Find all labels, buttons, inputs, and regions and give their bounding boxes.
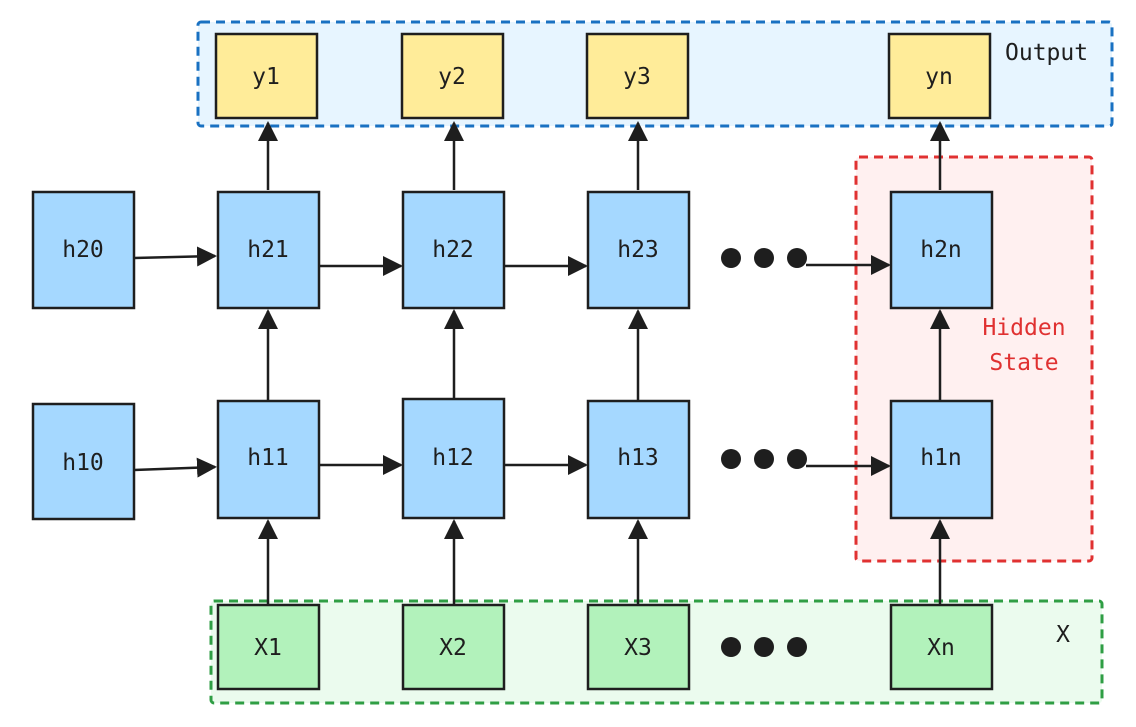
ellipsis-layer2	[721, 248, 807, 268]
node-xn-label: Xn	[927, 635, 955, 661]
node-h10-label: h10	[62, 450, 104, 476]
node-h22-label: h22	[432, 237, 474, 263]
output-region-label: Output	[1005, 40, 1088, 66]
node-h11	[216, 399, 321, 520]
hidden-state-label-line1: Hidden	[982, 315, 1065, 341]
node-h20	[31, 190, 136, 310]
ellipsis-layer1	[721, 449, 807, 469]
node-h22	[401, 190, 506, 310]
node-x3-label: X3	[624, 635, 652, 661]
hidden-state-label-line2: State	[989, 350, 1058, 376]
node-h2n-label: h2n	[920, 237, 962, 263]
node-x2-label: X2	[439, 635, 467, 661]
node-h23	[586, 190, 691, 310]
node-y2-label: y2	[438, 64, 466, 90]
node-h10	[31, 402, 136, 521]
arrow-h20-h21	[133, 246, 217, 267]
input-region-label: X	[1056, 622, 1070, 648]
node-x2	[401, 603, 506, 691]
node-y3	[585, 32, 690, 120]
node-h12	[401, 397, 506, 520]
ellipsis-inputs	[721, 637, 807, 657]
node-h12-label: h12	[432, 445, 474, 471]
node-y1-label: y1	[252, 64, 280, 90]
connections	[133, 121, 950, 604]
output-nodes: y1 y2 y3 yn	[214, 32, 992, 120]
arrow-h10-h11	[133, 457, 217, 478]
node-xn	[889, 603, 994, 691]
node-x1	[216, 603, 321, 691]
node-h21-label: h21	[247, 237, 289, 263]
node-y3-label: y3	[623, 64, 651, 90]
node-h1n	[889, 399, 994, 520]
input-nodes: X1 X2 X3 Xn	[216, 603, 994, 691]
node-yn	[887, 32, 992, 120]
node-x1-label: X1	[254, 635, 282, 661]
node-h20-label: h20	[62, 237, 104, 263]
node-y2	[400, 32, 505, 120]
ellipsis-group	[721, 248, 807, 657]
node-h1n-label: h1n	[920, 445, 962, 471]
node-x3	[586, 603, 691, 691]
node-yn-label: yn	[925, 64, 953, 90]
node-h13-label: h13	[617, 445, 659, 471]
node-y1	[214, 32, 319, 120]
node-h21	[216, 190, 321, 310]
hidden-layer-1: h10 h11 h12 h13 h1n	[31, 397, 994, 521]
hidden-layer-2: h20 h21 h22 h23 h2n	[31, 190, 994, 310]
node-h13	[586, 399, 691, 520]
node-h23-label: h23	[617, 237, 659, 263]
node-h2n	[889, 190, 994, 310]
node-h11-label: h11	[247, 445, 289, 471]
